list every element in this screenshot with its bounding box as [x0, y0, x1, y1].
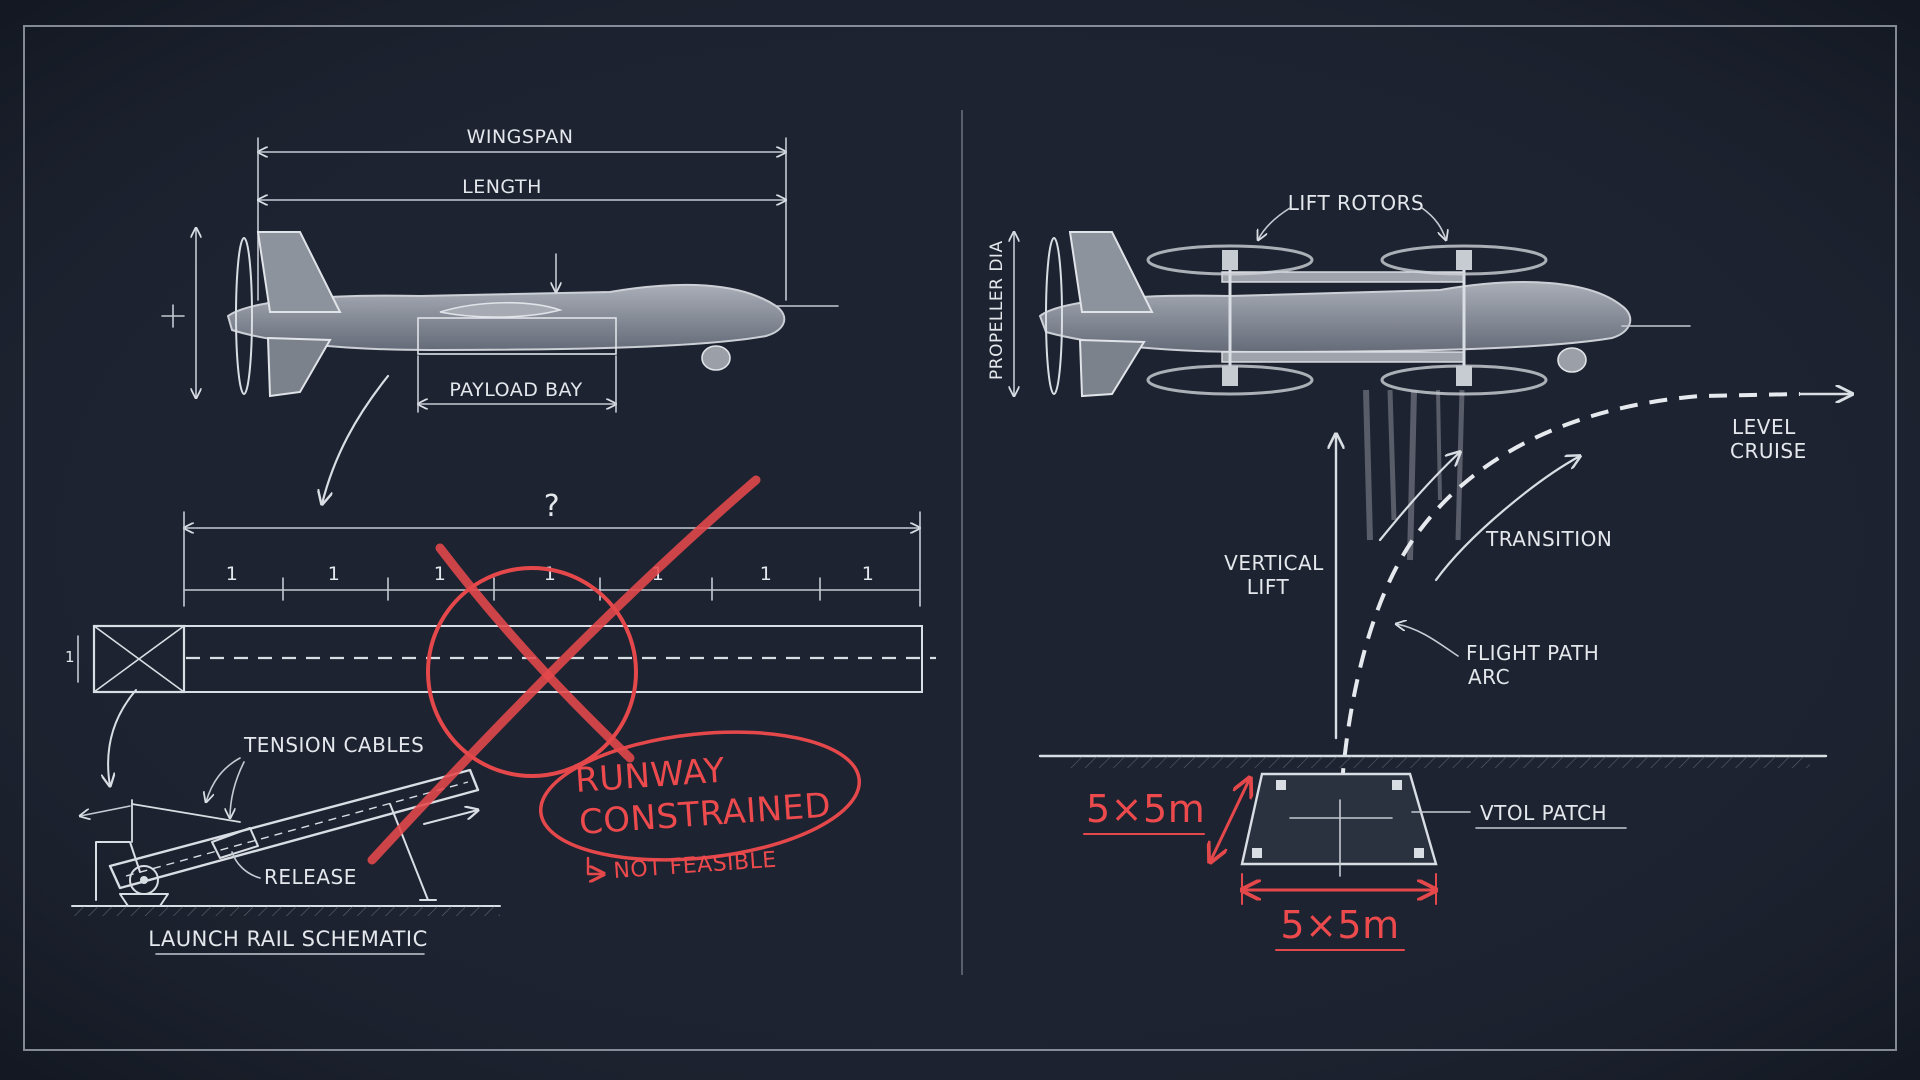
- tension-cable-arrow: [80, 805, 131, 816]
- patch-side-dimension: 5×5m: [1083, 778, 1250, 862]
- vtol-uav-sketch: [1038, 231, 1691, 561]
- launch-direction-arrow: [423, 810, 478, 825]
- flight-path: [1336, 392, 1852, 817]
- lift-rotor: [1146, 244, 1314, 276]
- runway-segment-label: 1: [544, 563, 557, 585]
- runway-start-box: [92, 624, 186, 694]
- runway-segment-label: 1: [226, 563, 239, 585]
- wingspan-label: WINGSPAN: [467, 126, 574, 148]
- uav-propeller: [235, 237, 253, 395]
- uav-sensor-pod: [701, 345, 731, 371]
- payload-bay-outline: [417, 317, 617, 355]
- runway-segment-label: 1: [760, 563, 773, 585]
- propeller-dia-label: PROPELLER DIA: [987, 240, 1007, 380]
- patch-dim-side-label: 5×5m: [1086, 787, 1205, 831]
- release-callout: RELEASE: [231, 851, 357, 889]
- runway-length-dimension: ?: [184, 489, 920, 607]
- height-dimension: [161, 228, 196, 398]
- vtol-rotor-boom: [1221, 351, 1465, 363]
- tension-cables-callout: TENSION CABLES: [206, 733, 424, 818]
- vtol-patch-callout: VTOL PATCH: [1411, 801, 1627, 829]
- runway-width-label: 1: [65, 648, 75, 666]
- release-label: RELEASE: [264, 865, 357, 889]
- lift-rotors-label: LIFT ROTORS: [1288, 191, 1424, 215]
- length-dimension: LENGTH: [258, 176, 786, 200]
- vtol-patch-label: VTOL PATCH: [1480, 801, 1607, 825]
- payload-bay-dimension: PAYLOAD BAY: [418, 355, 616, 413]
- patch-dim-bottom-label: 5×5m: [1280, 903, 1399, 947]
- runway-rejected-mark: [367, 475, 761, 865]
- vtol-patch: [1240, 772, 1438, 877]
- propeller-dia-dimension: PROPELLER DIA: [987, 232, 1014, 396]
- lift-rotor: [1380, 244, 1548, 276]
- runway-segment-label: 1: [328, 563, 341, 585]
- runway-length-unknown-label: ?: [544, 489, 560, 524]
- vertical-lift-line1: VERTICAL: [1224, 551, 1324, 575]
- flight-path-arc: [1338, 392, 1801, 817]
- left-panel: WINGSPAN LENGTH PAYLOAD BAY: [65, 126, 936, 955]
- right-panel: LIFT ROTORS PROPELLER DIA: [987, 191, 1852, 951]
- runway-segment-label: 1: [434, 563, 447, 585]
- runway-segment-label: 1: [862, 563, 875, 585]
- fixed-wing-uav-sketch: [226, 231, 839, 398]
- level-cruise-line2: CRUISE: [1730, 439, 1807, 463]
- vtol-sensor-pod: [1557, 347, 1587, 373]
- flight-path-line2: ARC: [1468, 665, 1510, 689]
- launch-rail-schematic-label: LAUNCH RAIL SCHEMATIC: [148, 927, 428, 951]
- flight-path-arc-callout: FLIGHT PATH ARC: [1396, 624, 1599, 689]
- patch-bottom-dimension: 5×5m: [1242, 873, 1436, 951]
- lift-rotor: [1380, 364, 1548, 396]
- vtol-tail-fin: [1068, 231, 1154, 313]
- uav-lower-fin: [266, 336, 332, 398]
- uav-tail-fin: [256, 231, 342, 313]
- wingspan-dimension: WINGSPAN: [258, 126, 786, 301]
- ground-line: [1038, 754, 1828, 768]
- length-label: LENGTH: [462, 176, 542, 198]
- level-cruise-line1: LEVEL: [1732, 415, 1796, 439]
- board-frame: [23, 25, 1897, 1051]
- rotor-downwash: [1363, 389, 1465, 561]
- vtol-pusher-propeller: [1045, 237, 1063, 395]
- lift-rotor: [1146, 364, 1314, 396]
- uav-wing: [439, 301, 563, 318]
- transition-label: TRANSITION: [1485, 527, 1612, 551]
- uav-to-runway-arrow: [322, 374, 390, 504]
- tension-cables-label: TENSION CABLES: [243, 733, 424, 757]
- flight-path-line1: FLIGHT PATH: [1466, 641, 1599, 665]
- launch-rail-sketch: [71, 768, 501, 916]
- payload-bay-label: PAYLOAD BAY: [449, 379, 582, 401]
- vtol-lower-fin: [1078, 338, 1146, 398]
- lift-rotors-callout: LIFT ROTORS: [1258, 191, 1446, 240]
- vertical-lift-line2: LIFT: [1247, 575, 1290, 599]
- transition-arrow: [1378, 452, 1460, 542]
- runway-to-rail-arrow: [108, 689, 137, 786]
- vtol-fuselage: [1038, 281, 1632, 354]
- transition-arrow: [1434, 456, 1580, 582]
